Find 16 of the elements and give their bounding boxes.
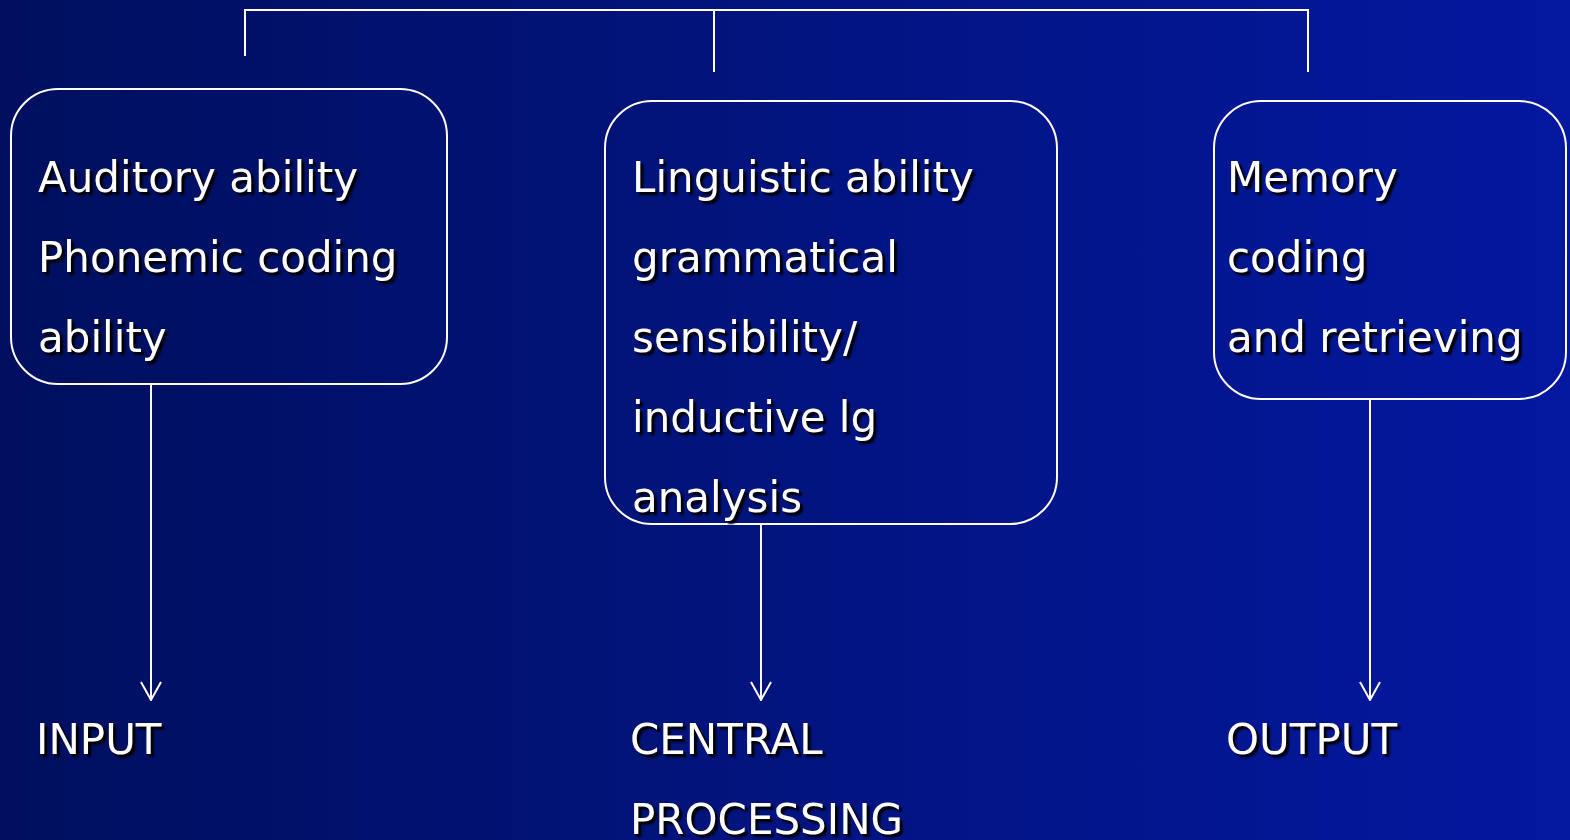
- rounded-box: [1213, 100, 1567, 400]
- ability-text: Phonemic coding ability: [38, 232, 399, 364]
- ability-text: coding: [1227, 232, 1369, 284]
- ability-text: Memory: [1227, 152, 1399, 204]
- ability-text: Linguistic ability: [632, 152, 975, 204]
- arrow: [1359, 399, 1381, 701]
- stage-label: OUTPUT: [1226, 714, 1398, 766]
- ability-text: and retrieving: [1227, 312, 1524, 364]
- ability-text: grammatical sensibility/ inductive lg analysis: [632, 232, 899, 524]
- rounded-box: [10, 88, 448, 385]
- stage-label: INPUT: [36, 714, 162, 766]
- ability-text: Auditory ability: [38, 152, 360, 204]
- stage-label: CENTRAL PROCESSING: [630, 714, 905, 840]
- arrow: [750, 524, 772, 701]
- rounded-box: [604, 100, 1058, 525]
- arrow: [140, 384, 162, 701]
